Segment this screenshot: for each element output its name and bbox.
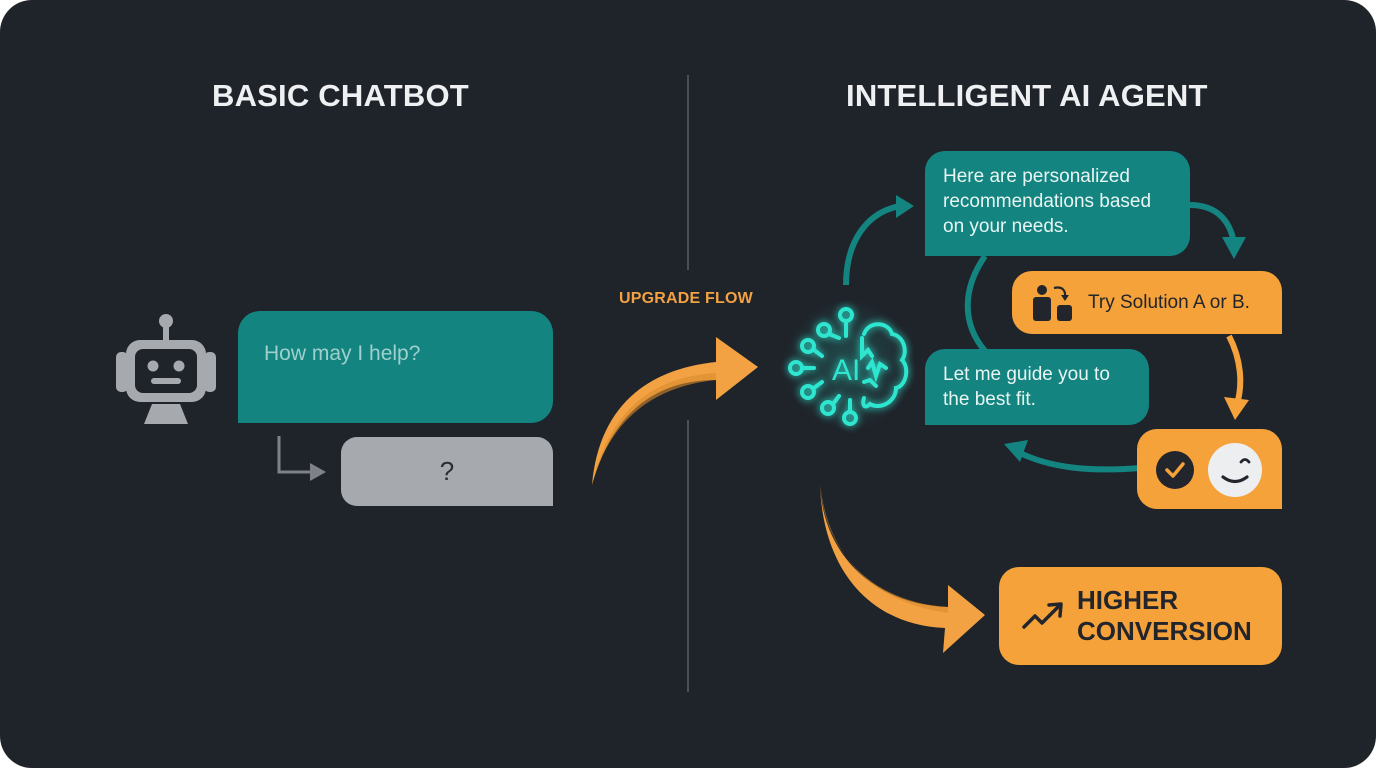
upgrade-flow-label: UPGRADE FLOW xyxy=(619,290,753,307)
guide-bubble: Let me guide you to the best fit. xyxy=(925,349,1149,425)
ai-brain-icon: AI xyxy=(784,300,914,430)
outcome-line-2: CONVERSION xyxy=(1077,616,1252,646)
arrow-to-outcome-icon xyxy=(820,485,985,653)
svg-text:AI: AI xyxy=(832,354,860,387)
user-reply-bubble: ? xyxy=(341,437,553,506)
arrow-to-recommendations-icon xyxy=(843,195,914,286)
user-reply-text: ? xyxy=(439,456,455,486)
arrow-return-icon xyxy=(1004,440,1141,473)
options-bubble: Try Solution A or B. xyxy=(1012,271,1282,334)
higher-conversion-box: HIGHER CONVERSION xyxy=(999,567,1282,665)
check-circle-icon xyxy=(1156,451,1194,489)
reply-arrow-icon xyxy=(277,436,326,481)
trending-up-icon xyxy=(1022,602,1063,629)
options-text: Try Solution A or B. xyxy=(1088,292,1250,313)
guide-text: Let me guide you to the best fit. xyxy=(943,364,1110,410)
success-bubble xyxy=(1137,429,1282,509)
arrow-to-options-icon xyxy=(1189,202,1246,259)
bot-message-text: How may I help? xyxy=(264,342,421,365)
choice-icon xyxy=(1033,284,1072,321)
connector-arc xyxy=(964,254,988,353)
bot-message-bubble: How may I help? xyxy=(238,311,553,423)
divider-bottom xyxy=(687,420,689,692)
arrow-to-success-icon xyxy=(1224,334,1249,420)
intelligent-agent-title: INTELLIGENT AI AGENT xyxy=(846,78,1208,113)
wink-face-icon xyxy=(1208,443,1262,497)
outcome-line-1: HIGHER xyxy=(1077,585,1179,615)
upgrade-arrow-icon xyxy=(592,337,758,485)
recommendations-text: Here are personalized recommendations ba… xyxy=(943,166,1152,237)
basic-chatbot-title: BASIC CHATBOT xyxy=(212,78,469,113)
robot-icon xyxy=(112,312,216,424)
divider-top xyxy=(687,75,689,270)
recommendations-bubble: Here are personalized recommendations ba… xyxy=(925,151,1190,256)
